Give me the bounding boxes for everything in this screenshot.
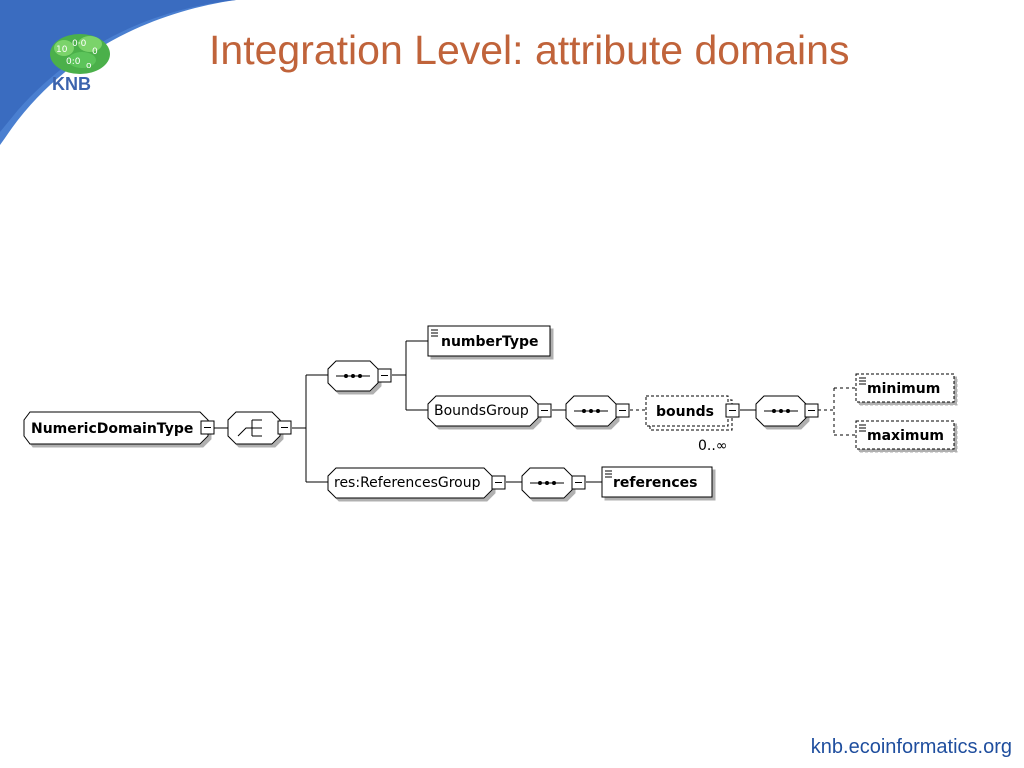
sequence-compositor-2: [565, 395, 630, 427]
svg-text:res:ReferencesGroup: res:ReferencesGroup: [334, 475, 481, 491]
node-references: references: [601, 466, 713, 498]
knb-logo: 10 0·0 0 0:0 o KNB: [42, 30, 118, 94]
choice-compositor: [227, 411, 292, 445]
svg-text:0:0: 0:0: [66, 57, 81, 67]
node-minimum: minimum: [855, 373, 955, 403]
node-bounds: bounds 0..∞: [645, 395, 740, 454]
svg-text:BoundsGroup: BoundsGroup: [434, 403, 529, 419]
svg-text:0·0: 0·0: [72, 39, 87, 49]
svg-text:references: references: [613, 475, 697, 491]
connector-lines: [214, 340, 856, 483]
svg-text:NumericDomainType: NumericDomainType: [31, 421, 193, 437]
node-bounds-group: BoundsGroup: [427, 395, 552, 427]
sequence-compositor-3: [755, 395, 819, 427]
node-maximum: maximum: [855, 420, 955, 450]
svg-text:o: o: [86, 61, 92, 71]
choice-icon: [237, 419, 262, 437]
slide-title: Integration Level: attribute domains: [209, 27, 850, 73]
sequence-compositor-4: [521, 467, 586, 499]
svg-text:numberType: numberType: [441, 334, 538, 350]
node-numeric-domain-type: NumericDomainType: [23, 411, 215, 445]
svg-text:maximum: maximum: [867, 428, 944, 444]
node-number-type: numberType: [427, 325, 551, 357]
node-references-group: res:ReferencesGroup: [327, 467, 506, 499]
svg-text:minimum: minimum: [867, 381, 940, 397]
sequence-compositor-1: [327, 360, 392, 392]
svg-text:10: 10: [56, 45, 68, 55]
corner-swoosh: [0, 0, 236, 145]
footer-url[interactable]: knb.ecoinformatics.org: [810, 736, 1012, 758]
svg-text:0..∞: 0..∞: [698, 438, 727, 454]
svg-text:KNB: KNB: [52, 74, 91, 94]
svg-text:0: 0: [92, 47, 98, 57]
svg-text:bounds: bounds: [656, 404, 714, 420]
